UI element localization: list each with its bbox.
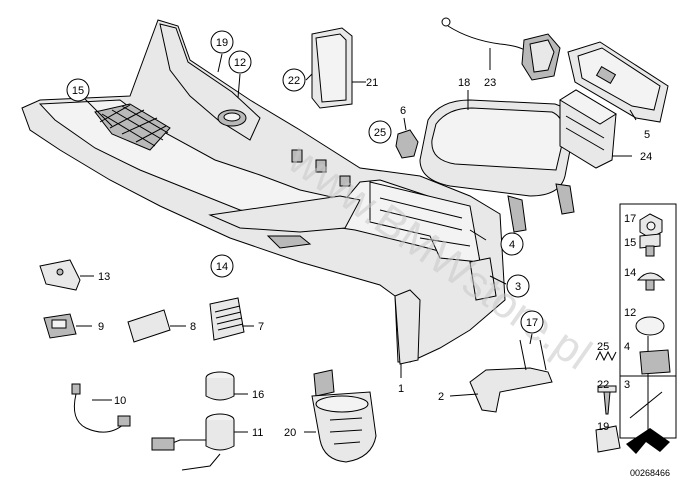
storage-box [559,89,617,169]
callout-5: 5 [644,129,650,141]
callout-25: 25 [368,120,392,144]
callout-14: 14 [210,254,234,278]
svg-text:15: 15 [72,85,84,97]
callout-3: 3 [506,274,530,298]
cover-panel [311,27,353,109]
callout-18: 18 [458,77,470,89]
grille-part-7 [209,297,245,341]
callout-13: 13 [98,271,110,283]
callout-1: 1 [398,383,404,395]
callout-6: 6 [400,105,406,117]
svg-text:25: 25 [374,127,386,139]
svg-text:4: 4 [509,239,515,251]
cup-holder-part-20 [311,369,377,463]
svg-text:19: 19 [216,37,228,49]
legend-label-4: 4 [624,341,630,353]
callout-11: 11 [252,427,263,439]
legend-label-19: 19 [597,421,609,433]
callout-15: 15 [66,78,90,102]
svg-text:17: 17 [526,317,538,329]
callout-19: 19 [210,30,234,54]
legend-label-12: 12 [624,307,636,319]
legend-label-17: 17 [624,213,636,225]
svg-text:14: 14 [216,261,228,273]
callout-8: 8 [190,321,196,333]
socket-part-16 [205,371,235,401]
callout-22: 22 [282,68,306,92]
svg-text:22: 22 [288,75,300,87]
legend-label-3: 3 [624,379,630,391]
socket-part-11 [151,413,235,471]
release-cable [441,17,561,81]
cover-plate-part-8 [127,309,171,343]
callout-24: 24 [640,151,652,163]
wire-part-10 [71,383,131,433]
trim-part-3 [469,257,497,301]
hardware-legend [595,203,677,454]
legend-label-25: 25 [597,341,609,353]
callout-2: 2 [438,391,444,403]
bracket-part-2 [469,339,553,413]
clip-part-6 [395,129,419,159]
callout-21: 21 [366,77,378,89]
callout-16: 16 [252,389,264,401]
callout-9: 9 [98,321,104,333]
callout-7: 7 [258,321,264,333]
switch-part-9 [43,313,77,339]
document-number: 00268466 [630,468,670,478]
legend-label-15: 15 [624,237,636,249]
callout-10: 10 [114,395,126,407]
callout-23: 23 [484,77,496,89]
svg-text:3: 3 [515,281,521,293]
legend-label-14: 14 [624,267,636,279]
leader-lines [76,48,637,433]
callout-4: 4 [500,232,524,256]
callout-17: 17 [520,310,544,334]
svg-text:12: 12 [234,57,246,69]
callout-20: 20 [284,427,296,439]
storage-tray [567,41,669,123]
center-console [21,19,506,365]
bracket-part-13 [39,259,81,291]
callout-12: 12 [228,50,252,74]
legend-label-22: 22 [597,379,609,391]
